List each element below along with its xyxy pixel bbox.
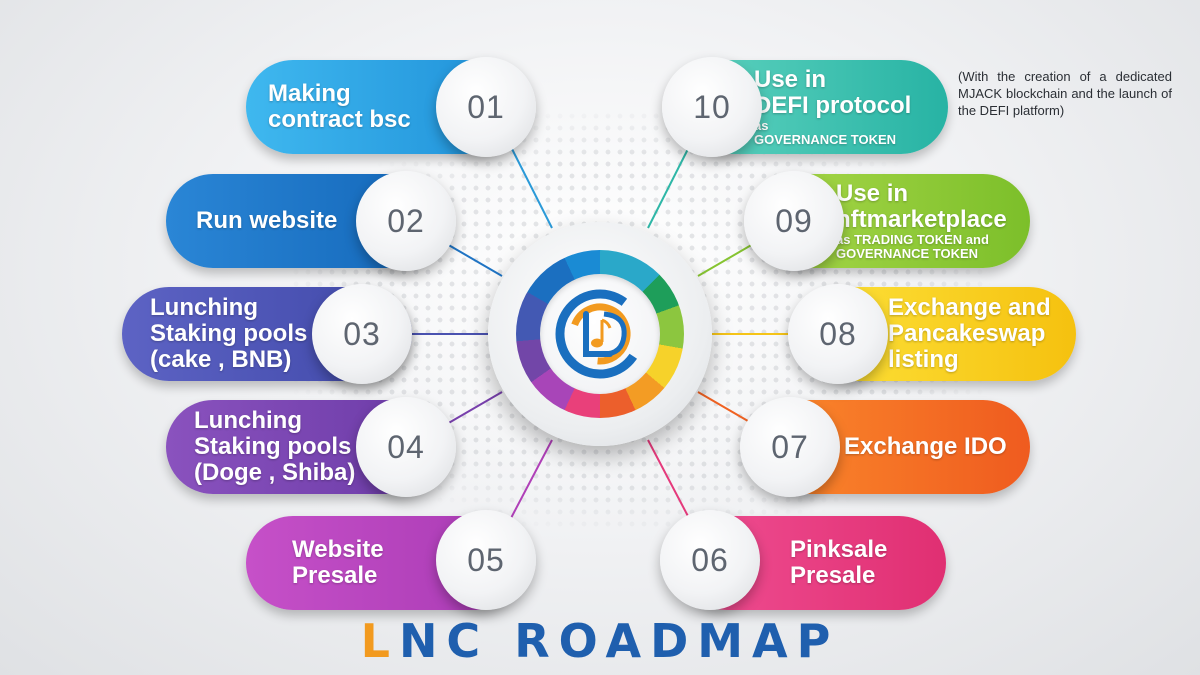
step-10-line-1: Use in: [754, 66, 827, 93]
connector-line-10: [647, 144, 691, 229]
connector-line-05: [509, 439, 553, 521]
step-07-line-1: Exchange IDO: [844, 433, 1007, 460]
step-10-sub-2: GOVERNANCE TOKEN: [754, 132, 897, 147]
step-08-line-1: Exchange and: [888, 294, 1051, 321]
step-06-line-1: Pinksale: [790, 536, 888, 563]
step-03-number-badge: 03: [312, 284, 412, 384]
step-01-number-badge: 01: [436, 57, 536, 157]
title-rest: NC ROADMAP: [398, 614, 840, 668]
lnc-logo-icon: [555, 289, 645, 379]
step-04-line-1: Lunching: [194, 407, 302, 434]
step-01-line-1: Making: [268, 80, 351, 107]
step-06-line-2: Presale: [790, 562, 876, 589]
step-05-line-2: Presale: [292, 562, 378, 589]
step-02-line-1: Run website: [196, 207, 338, 234]
step-08-number-badge: 08: [788, 284, 888, 384]
step-01-line-2: contract bsc: [268, 106, 411, 133]
roadmap-title: LNC ROADMAP: [0, 614, 1200, 668]
connector-line-02: [439, 239, 503, 277]
step-03-line-1: Lunching: [150, 294, 258, 321]
step-04-line-2: Staking pools: [194, 433, 352, 460]
step-03-line-2: Staking pools: [150, 320, 308, 347]
step-09-line-1: Use in: [836, 180, 909, 207]
connector-line-04: [439, 391, 503, 429]
step-10-line-2: DEFI protocol: [754, 92, 912, 119]
step-06-number-badge: 06: [660, 510, 760, 610]
step-08-line-2: Pancakeswap: [888, 320, 1046, 347]
step-09-number-badge: 09: [744, 171, 844, 271]
connector-line-01: [509, 144, 553, 229]
step-04-number-badge: 04: [356, 397, 456, 497]
step-05-line-1: Website: [292, 536, 384, 563]
step-07-number-badge: 07: [740, 397, 840, 497]
step-03-line-3: (cake , BNB): [150, 346, 292, 373]
step-09-sub-2: GOVERNANCE TOKEN: [836, 246, 979, 261]
step-08-line-3: listing: [888, 346, 959, 373]
connector-line-06: [647, 439, 691, 521]
step-05-number-badge: 05: [436, 510, 536, 610]
step-10-sub-1: as: [754, 118, 769, 133]
step-10-number-badge: 10: [662, 57, 762, 157]
defi-side-note: (With the creation of a dedicated MJACK …: [958, 69, 1172, 118]
step-02-number-badge: 02: [356, 171, 456, 271]
step-04-line-3: (Doge , Shiba): [194, 459, 356, 486]
title-first-letter: L: [360, 614, 399, 668]
step-09-sub-1: as TRADING TOKEN and: [836, 232, 989, 247]
step-09-line-2: nftmarketplace: [836, 206, 1007, 233]
connector-line-09: [697, 239, 761, 277]
